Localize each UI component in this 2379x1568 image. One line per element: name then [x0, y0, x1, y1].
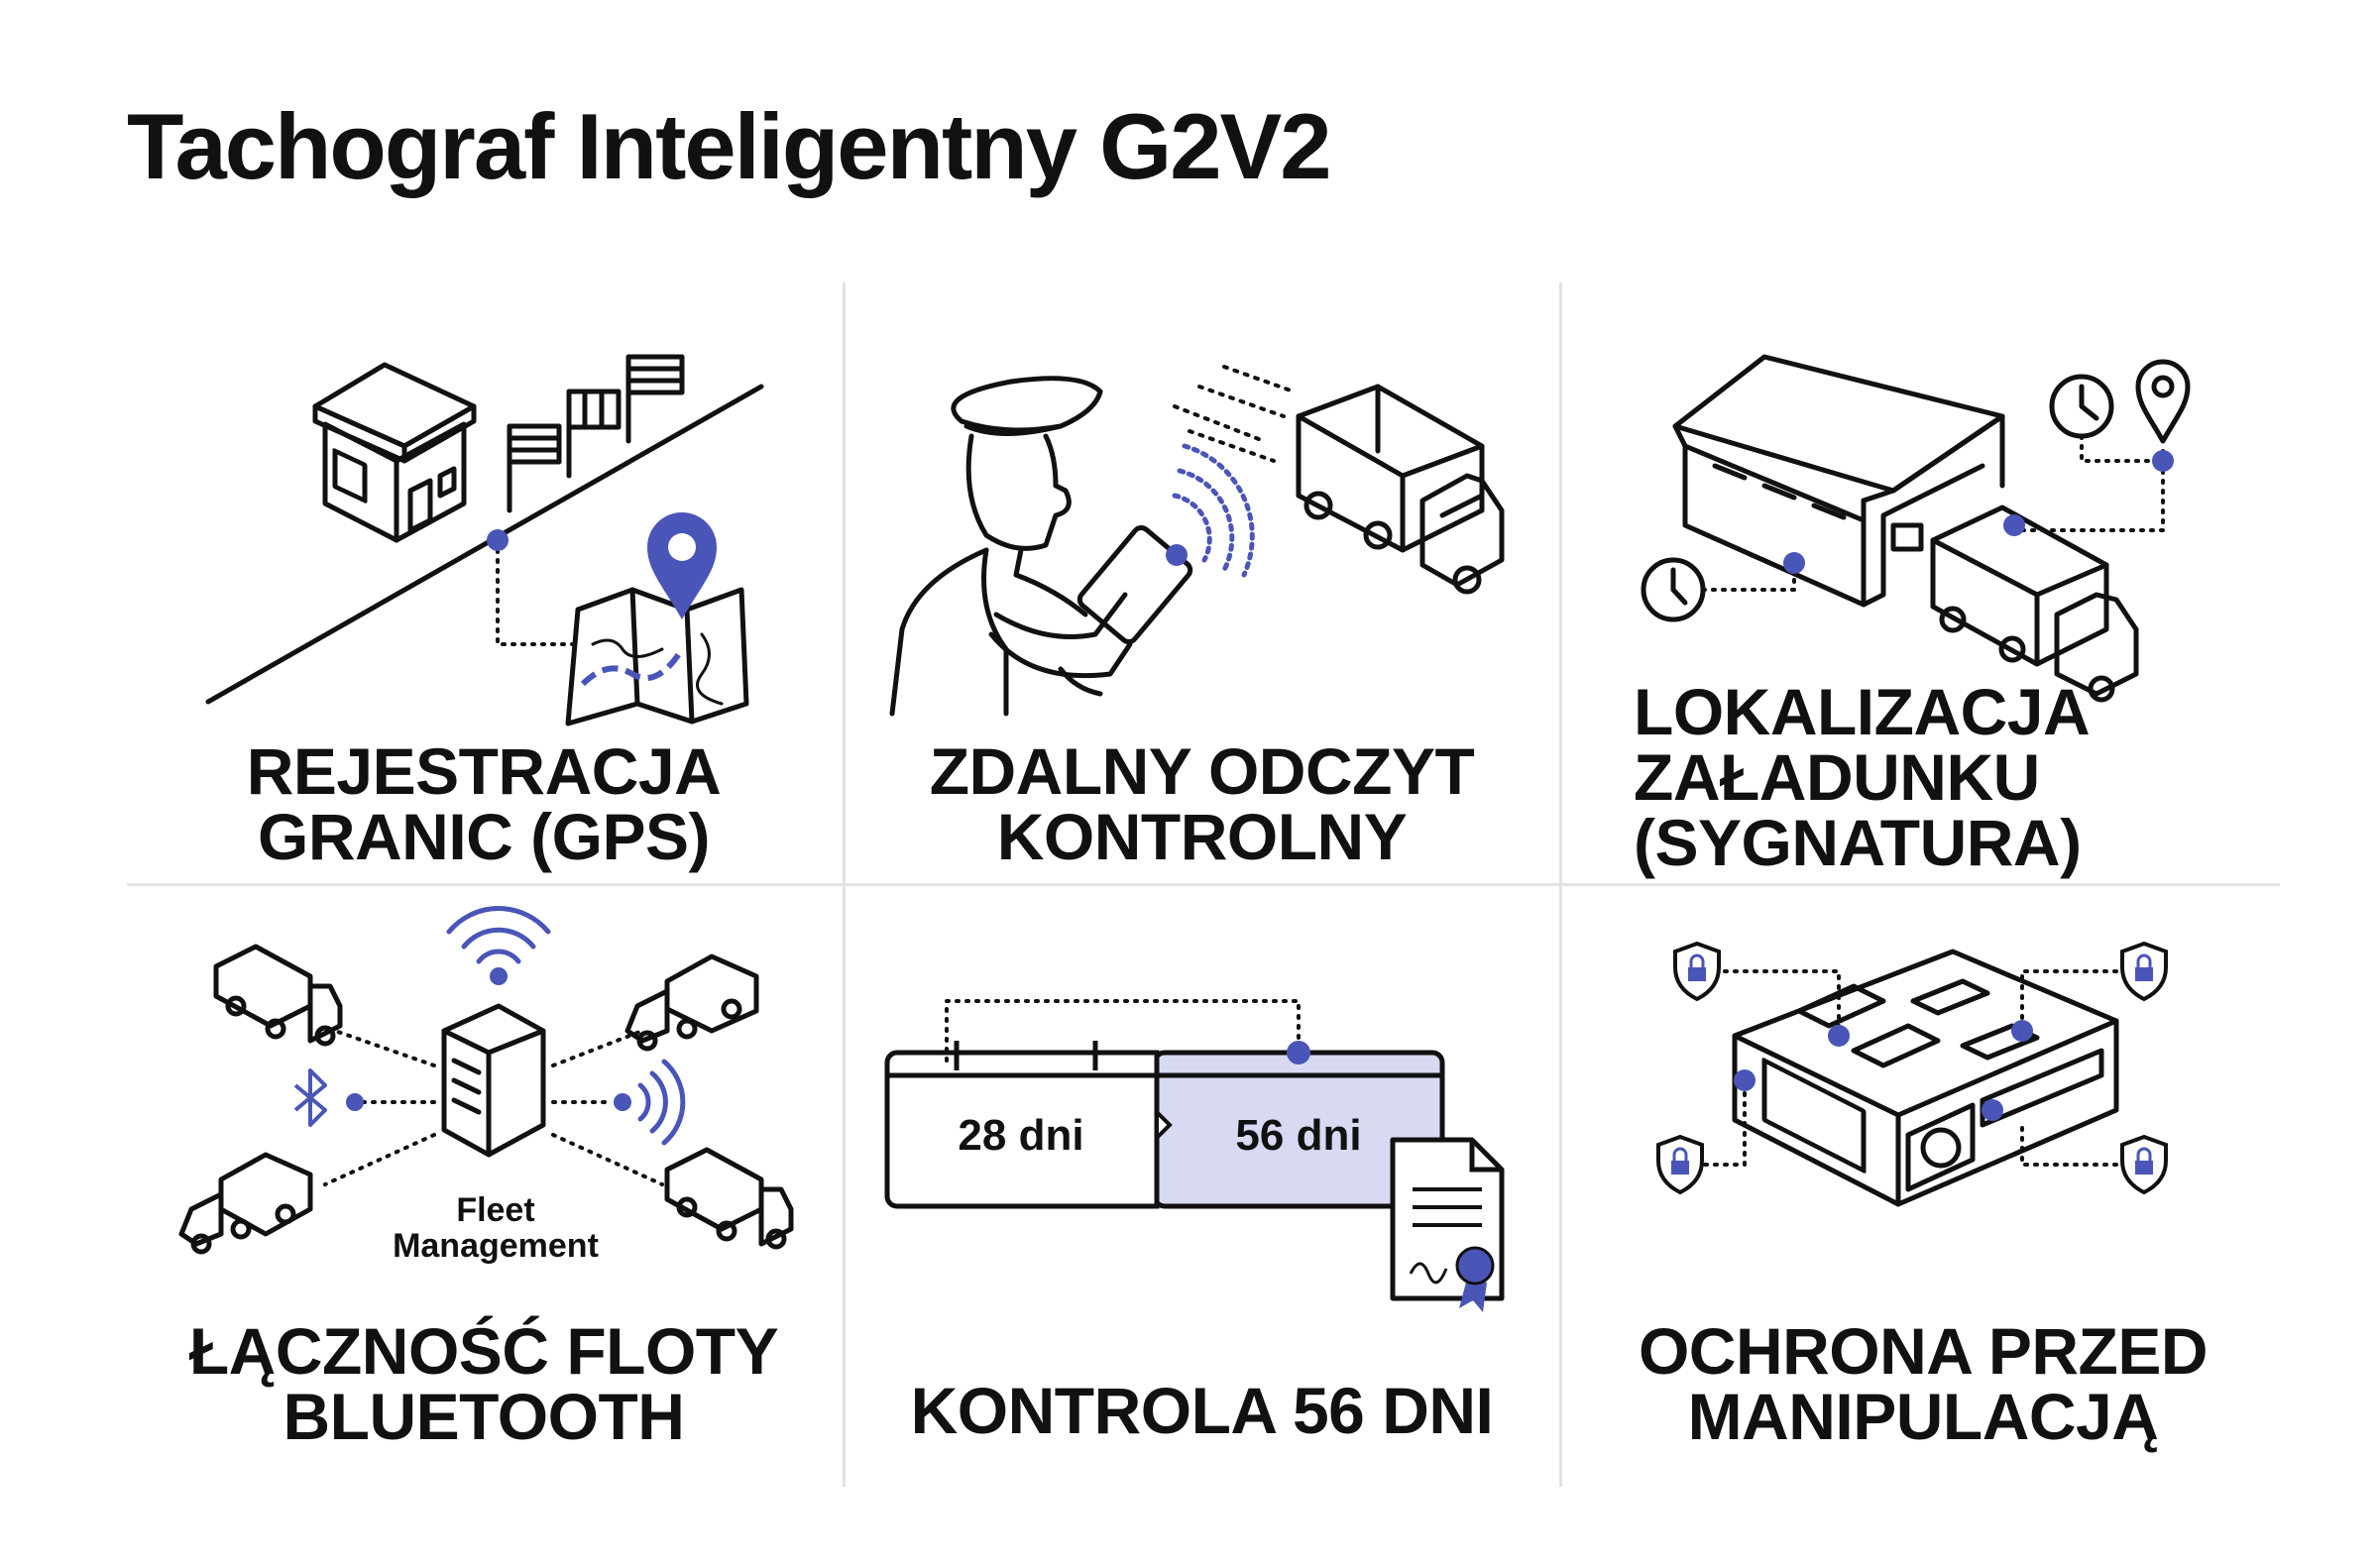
caption-line: ZAŁADUNKU	[1634, 740, 2040, 814]
tamper-marker	[1982, 1099, 2003, 1121]
period-56-label: 56 dni	[1235, 1111, 1361, 1160]
caption-tamper-protection: OCHRONA PRZED MANIPULACJĄ	[1566, 1318, 2280, 1449]
clock-icon	[1641, 557, 1706, 622]
caption-line: BLUETOOTH	[283, 1380, 685, 1453]
truck-icon	[1296, 384, 1505, 595]
caption-line: LOKALIZACJA	[1634, 675, 2091, 748]
lock-shield-icon	[2120, 1134, 2168, 1195]
panel-remote-reading: ZDALNY ODCZYT KONTROLNY	[848, 287, 1556, 882]
caption-line: GRANIC (GPS)	[258, 800, 711, 873]
truck-icon	[178, 1152, 313, 1255]
panel-loading-location: LOKALIZACJA ZAŁADUNKU (SYGNATURA)	[1566, 287, 2280, 882]
server-label-line-1: Fleet	[456, 1191, 534, 1229]
panel-tamper-protection: OCHRONA PRZED MANIPULACJĄ	[1566, 892, 2280, 1487]
connector-dotted	[496, 538, 580, 646]
truck-icon	[213, 944, 343, 1047]
officer-icon	[889, 376, 1133, 717]
caption-56-day-control: KONTROLA 56 DNI	[848, 1378, 1556, 1443]
border-post-icon	[312, 362, 477, 543]
clock-icon	[2049, 374, 2114, 439]
truck-icon	[624, 953, 759, 1052]
tamper-marker	[1828, 1025, 1850, 1047]
bluetooth-dot	[346, 1093, 364, 1111]
period-28-label: 28 dni	[958, 1111, 1083, 1160]
caption-line: OCHRONA PRZED	[1638, 1314, 2209, 1388]
server-icon	[441, 1003, 546, 1158]
map-pin-icon	[647, 512, 717, 619]
panel-fleet-connectivity: Fleet Management ŁĄCZNOŚĆ FLOTY BLUETOOT…	[127, 892, 841, 1487]
loading-marker	[2152, 450, 2174, 472]
truck-icon	[1930, 504, 2139, 703]
loading-location-illustration	[1641, 354, 2191, 703]
tamper-marker	[1734, 1069, 1756, 1091]
caption-line: KONTROLA 56 DNI	[910, 1374, 1494, 1447]
caption-line: REJESTRACJA	[246, 734, 722, 808]
signal-waves-icon	[1172, 443, 1255, 578]
certificate-icon	[1390, 1137, 1505, 1312]
signal-dot	[614, 1093, 631, 1111]
map-icon	[565, 587, 749, 727]
caption-remote-reading: ZDALNY ODCZYT KONTROLNY	[848, 738, 1556, 869]
tablet-icon	[1076, 524, 1193, 645]
panel-56-day-control: 28 dni 56 dni KONTROLA 56 DNI	[848, 892, 1556, 1487]
flags-icon	[507, 354, 685, 513]
tablet-signal-marker	[1166, 544, 1188, 566]
56-day-control-illustration: 28 dni 56 dni	[884, 999, 1505, 1312]
tachograph-device-icon	[1732, 949, 2119, 1207]
border-point-marker	[487, 529, 509, 551]
caption-line: KONTROLNY	[996, 800, 1408, 873]
caption-border-gps: REJESTRACJA GRANIC (GPS)	[127, 738, 841, 869]
caption-fleet-connectivity: ŁĄCZNOŚĆ FLOTY BLUETOOTH	[127, 1318, 841, 1449]
fleet-connectivity-illustration: Fleet Management	[178, 906, 794, 1265]
lock-shield-icon	[2120, 941, 2168, 1002]
wifi-icon	[446, 906, 551, 964]
connectors-dotted	[323, 1029, 664, 1186]
warehouse-marker	[1783, 552, 1805, 574]
panel-border-gps: REJESTRACJA GRANIC (GPS)	[127, 287, 841, 882]
border-gps-illustration	[205, 354, 764, 727]
bluetooth-icon	[293, 1068, 327, 1127]
caption-line: ZDALNY ODCZYT	[929, 734, 1475, 808]
connectors-dotted	[1703, 969, 2118, 1167]
tamper-protection-illustration	[1656, 941, 2168, 1207]
page-title: Tachograf Inteligentny G2V2	[127, 94, 1331, 198]
map-pin-icon	[2135, 359, 2191, 444]
border-line	[205, 384, 764, 705]
caption-line: MANIPULACJĄ	[1687, 1380, 2159, 1453]
warehouse-icon	[1672, 354, 2005, 608]
remote-reading-illustration	[889, 365, 1505, 717]
period-end-marker	[1287, 1041, 1310, 1064]
truck-icon	[664, 1147, 794, 1250]
speed-lines	[1173, 365, 1296, 463]
caption-line: (SYGNATURA)	[1634, 806, 2082, 879]
period-28-box	[884, 1050, 1160, 1209]
lock-shield-icon	[1656, 1134, 1704, 1195]
divider-horizontal	[127, 883, 2280, 886]
signal-waves-icon	[637, 1059, 686, 1146]
truck-marker	[2003, 514, 2025, 536]
wifi-dot	[490, 967, 508, 985]
route-path	[580, 647, 685, 687]
server-label-line-2: Management	[393, 1227, 599, 1265]
calendar-bar-icon: 28 dni 56 dni	[884, 999, 1445, 1209]
caption-line: ŁĄCZNOŚĆ FLOTY	[188, 1314, 779, 1388]
caption-loading-location: LOKALIZACJA ZAŁADUNKU (SYGNATURA)	[1634, 679, 2268, 875]
tamper-marker	[2011, 1020, 2033, 1042]
lock-shield-icon	[1673, 941, 1721, 1002]
